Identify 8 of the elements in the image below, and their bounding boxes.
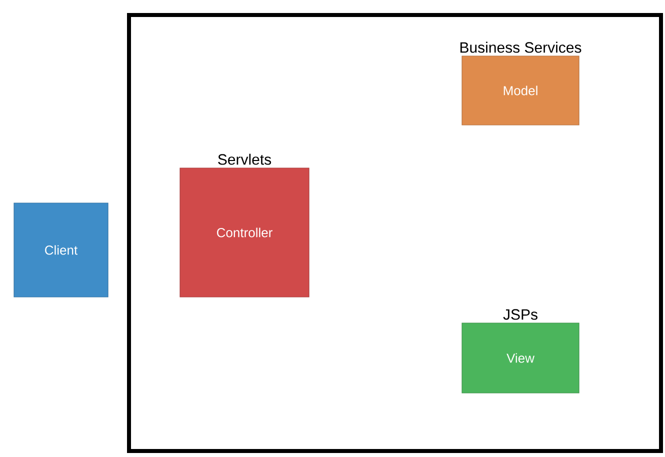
heading: JSPs [503,309,538,320]
heading: Business Services [460,42,582,53]
process-box: Client [14,202,108,298]
heading: Servlets [218,154,272,165]
process-box: View [462,322,580,394]
process-box: Model [462,56,580,126]
process-box: Controller [180,168,310,298]
frame-box [127,13,663,453]
